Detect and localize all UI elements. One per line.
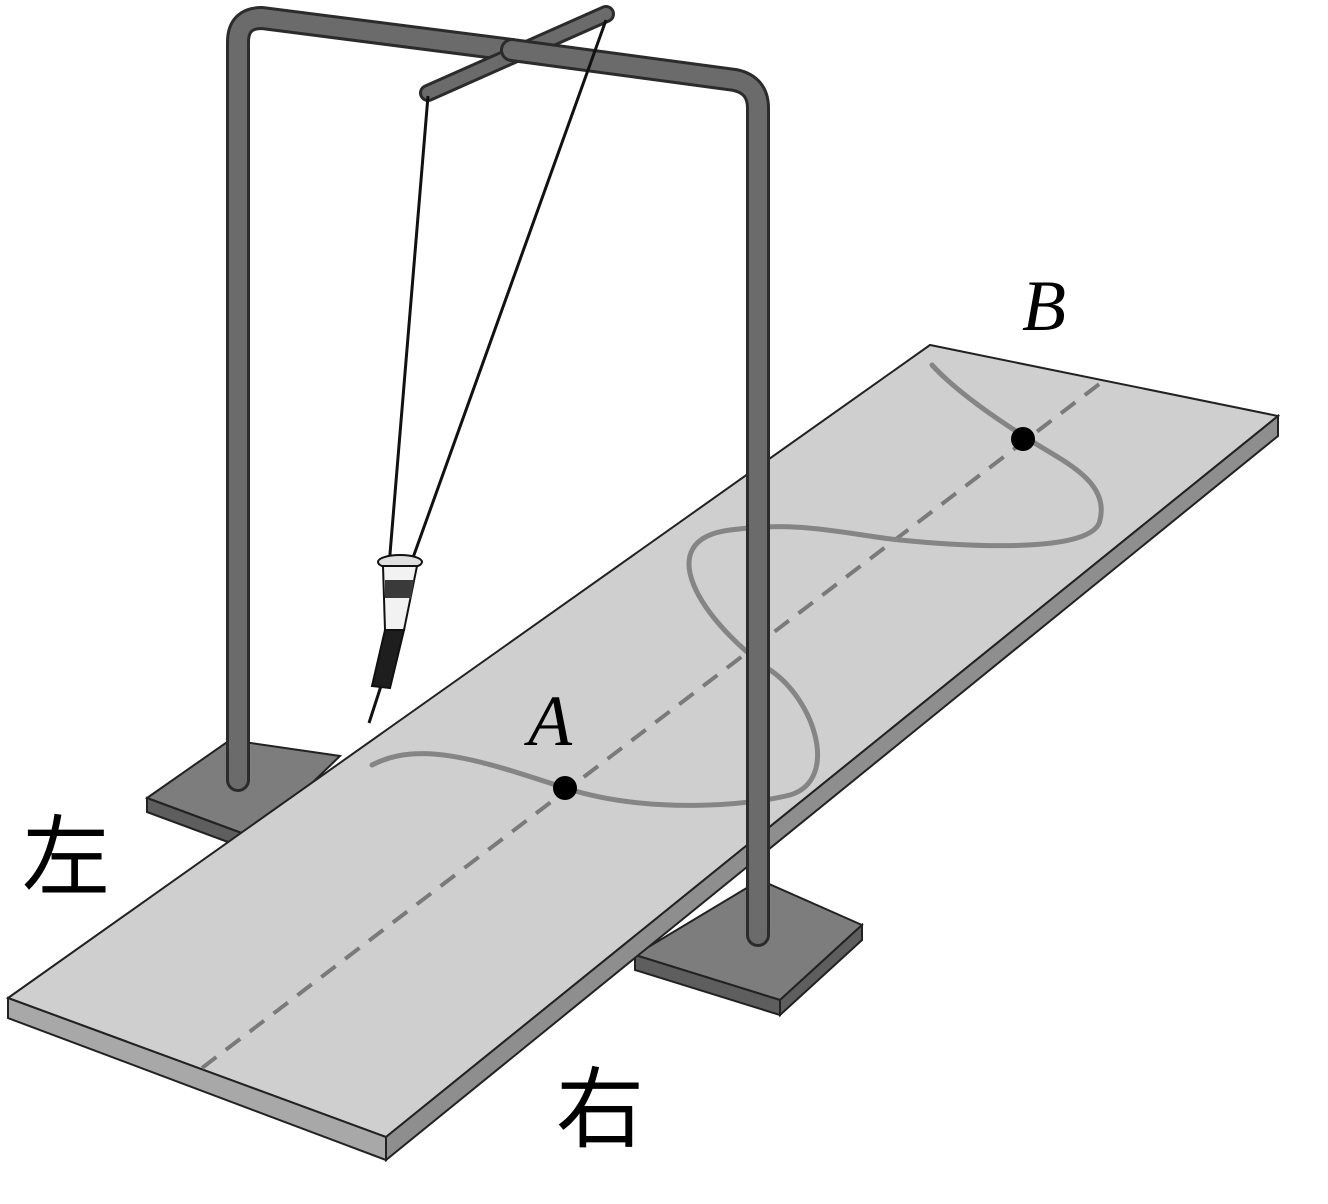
board-top: [5, 343, 1281, 1139]
point-b-dot: [1011, 427, 1035, 451]
pendulum-strings: [387, 19, 608, 567]
right-label: 右: [556, 1058, 644, 1161]
point-a-label: A: [524, 681, 573, 761]
frame-front-leg: [500, 38, 770, 947]
point-b-label: B: [1022, 266, 1066, 346]
board-right-edge: [385, 413, 1279, 1163]
left-label: 左: [22, 806, 110, 909]
frame-back-leg: [226, 6, 524, 792]
sand-trace-curve: [369, 362, 1104, 808]
dashed-center-line: [200, 380, 1104, 1070]
point-a-dot: [553, 776, 577, 800]
sand-funnel: [367, 554, 423, 724]
board: [5, 343, 1281, 1163]
